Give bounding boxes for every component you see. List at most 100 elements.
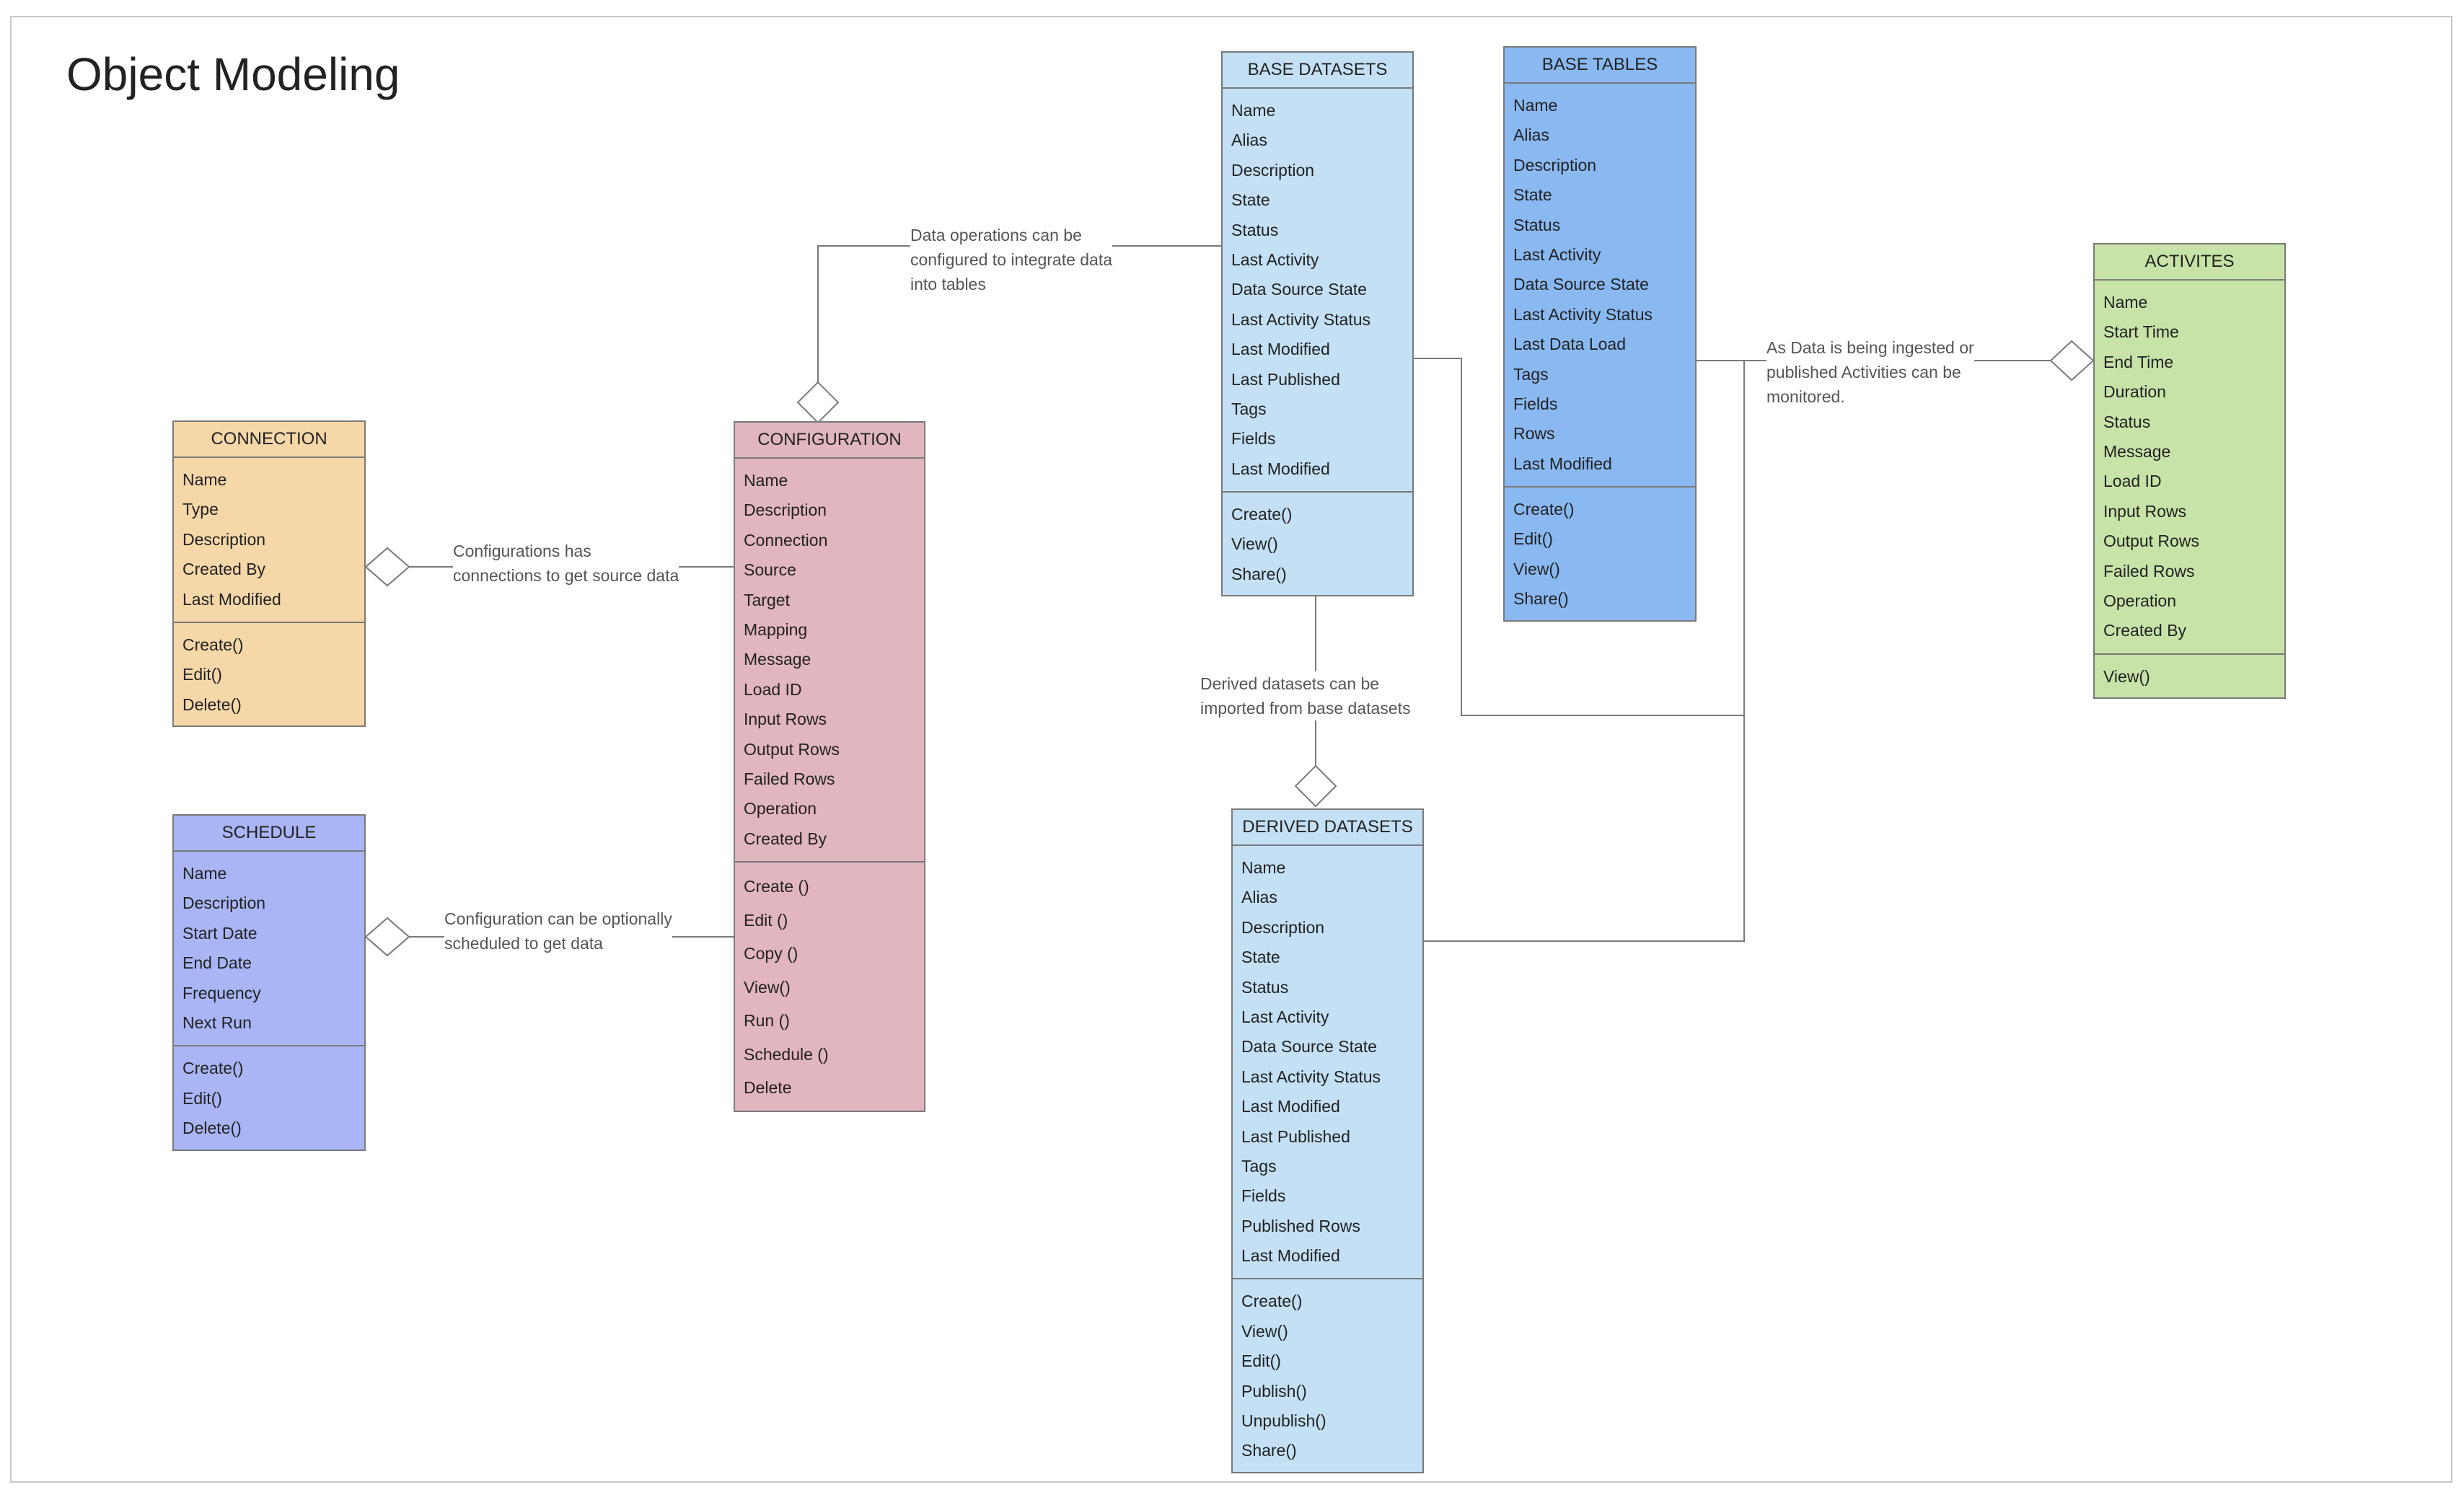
method: Create() <box>182 635 244 654</box>
attribute: Name <box>1241 858 1286 877</box>
method: Share() <box>1231 564 1287 583</box>
entity-title: CONNECTION <box>174 422 364 458</box>
method: View() <box>2103 666 2150 686</box>
attribute: Description <box>744 500 827 520</box>
method: Create() <box>1513 500 1575 519</box>
attribute: Alias <box>1513 125 1549 145</box>
method: Delete <box>744 1078 792 1098</box>
entity-title: SCHEDULE <box>174 816 364 852</box>
attribute: Next Run <box>182 1013 252 1032</box>
attribute: State <box>1513 185 1552 205</box>
attribute: Data Source State <box>1241 1037 1377 1057</box>
attribute: Last Activity <box>1513 244 1601 264</box>
attribute: Last Modified <box>1241 1246 1340 1266</box>
attribute: Load ID <box>744 679 802 699</box>
attribute: Name <box>1513 96 1558 115</box>
attribute: State <box>1231 190 1270 210</box>
method: Edit() <box>1241 1351 1281 1371</box>
method: Create() <box>182 1059 244 1078</box>
attribute: Output Rows <box>744 739 840 759</box>
page-title: Object Modeling <box>66 48 400 100</box>
attribute: Last Activity Status <box>1231 309 1371 329</box>
base-datasets-entity[interactable]: BASE DATASETS Name Alias Description Sta… <box>1221 51 1414 597</box>
attribute: Created By <box>2103 621 2187 640</box>
method: View() <box>1241 1321 1288 1341</box>
configuration-entity[interactable]: CONFIGURATION Name Description Connectio… <box>734 421 925 1112</box>
schedule-entity[interactable]: SCHEDULE Name Description Start Date End… <box>172 814 366 1151</box>
attribute: Status <box>2103 412 2151 431</box>
method-list: View() <box>2095 655 2284 697</box>
attribute: Last Modified <box>1241 1097 1340 1116</box>
attribute-list: Name Alias Description State Status Last… <box>1223 89 1412 493</box>
connection-entity[interactable]: CONNECTION Name Type Description Created… <box>172 420 366 728</box>
attribute: Tags <box>1241 1156 1277 1176</box>
attribute: Mapping <box>744 619 808 639</box>
attribute-list: Name Description Connection Source Targe… <box>735 459 924 863</box>
attribute: Rows <box>1513 424 1555 444</box>
attribute: Source <box>744 560 796 580</box>
attribute: Last Modified <box>1231 459 1330 478</box>
attribute: Last Activity <box>1231 250 1319 269</box>
method-list: Create() View() Edit() Publish() Unpubli… <box>1233 1279 1422 1471</box>
attribute: Load ID <box>2103 472 2162 491</box>
attribute-list: Name Alias Description State Status Last… <box>1505 84 1695 488</box>
attribute: Operation <box>744 799 817 819</box>
entity-title: DERIVED DATASETS <box>1233 810 1422 846</box>
attribute: Description <box>1241 917 1325 937</box>
attribute: Status <box>1513 215 1561 234</box>
attribute: Last Modified <box>182 589 281 609</box>
method: Schedule () <box>744 1044 829 1064</box>
attribute: Tags <box>1231 399 1267 418</box>
method-list: Create() Edit() Delete() <box>174 623 364 726</box>
attribute: Name <box>744 471 788 490</box>
activities-note: As Data is being ingested or published A… <box>1766 335 1974 409</box>
attribute: Target <box>744 590 790 609</box>
entity-title: BASE TABLES <box>1505 48 1695 84</box>
method: View() <box>744 977 791 997</box>
method-list: Create () Edit () Copy () View() Run () … <box>735 863 924 1111</box>
schedule-note: Configuration can be optionally schedule… <box>444 907 672 956</box>
aggregation-diamond-configuration <box>796 381 840 424</box>
method: Edit() <box>182 1088 222 1108</box>
method-list: Create() Edit() Delete() <box>174 1046 364 1149</box>
attribute: Data Source State <box>1231 280 1367 299</box>
attribute-list: Name Alias Description State Status Last… <box>1233 846 1422 1280</box>
method-list: Create() Edit() View() Share() <box>1505 488 1695 620</box>
method: Create() <box>1231 505 1293 524</box>
attribute: Last Activity Status <box>1241 1067 1381 1086</box>
method: Run () <box>744 1011 790 1031</box>
attribute: Description <box>1231 160 1315 180</box>
attribute: State <box>1241 948 1280 967</box>
attribute: Data Source State <box>1513 275 1649 294</box>
attribute: Frequency <box>182 983 261 1002</box>
derived-datasets-entity[interactable]: DERIVED DATASETS Name Alias Description … <box>1231 808 1424 1473</box>
attribute: Status <box>1241 977 1289 997</box>
attribute: Alias <box>1231 131 1267 150</box>
attribute: Start Date <box>182 923 258 943</box>
attribute: Input Rows <box>744 710 827 729</box>
attribute: Name <box>2103 293 2148 312</box>
attribute-list: Name Description Start Date End Date Fre… <box>174 852 364 1047</box>
method: Create() <box>1241 1292 1303 1311</box>
attribute: Failed Rows <box>2103 561 2195 581</box>
base-tables-entity[interactable]: BASE TABLES Name Alias Description State… <box>1503 46 1697 622</box>
attribute: Last Data Load <box>1513 335 1627 354</box>
attribute: Name <box>1231 101 1276 120</box>
entity-title: BASE DATASETS <box>1223 53 1412 89</box>
diagram-frame <box>10 16 2452 1483</box>
attribute: Output Rows <box>2103 532 2199 551</box>
method-list: Create() View() Share() <box>1223 493 1412 595</box>
activities-entity[interactable]: ACTIVITES Name Start Time End Time Durat… <box>2093 243 2286 700</box>
attribute: Failed Rows <box>744 769 835 788</box>
method: Edit() <box>182 665 222 684</box>
attribute: End Date <box>182 953 252 973</box>
method: Copy () <box>744 944 798 963</box>
attribute: Message <box>2103 441 2171 461</box>
base-datasets-activities-link <box>1414 358 1744 716</box>
attribute: Last Published <box>1241 1126 1350 1146</box>
attribute: Fields <box>1231 429 1276 449</box>
attribute: Last Published <box>1231 369 1340 389</box>
attribute: Operation <box>2103 591 2177 610</box>
aggregation-diamond-connection <box>364 547 410 587</box>
method: Create () <box>744 877 809 896</box>
